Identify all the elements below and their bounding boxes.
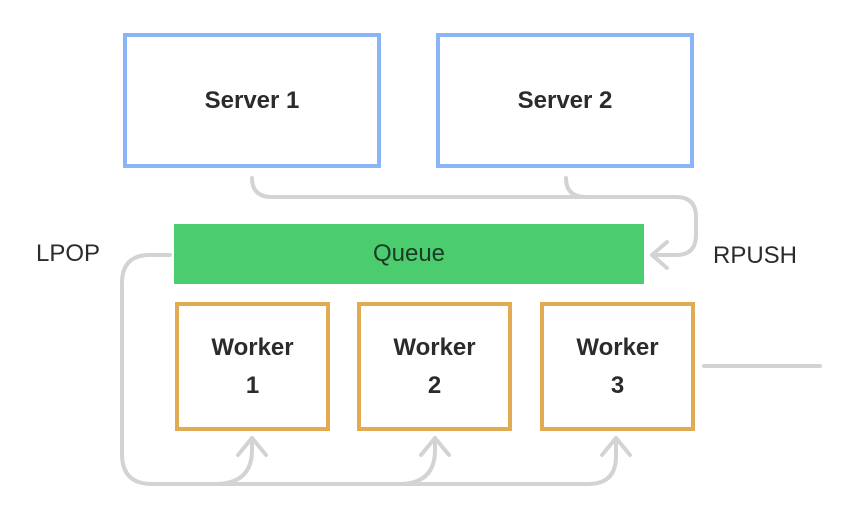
worker-2-title: Worker: [393, 333, 476, 361]
server-1-box: Server 1: [123, 33, 381, 168]
server2-to-main-line: [564, 176, 588, 199]
worker-3-box: Worker 3: [540, 302, 695, 431]
rpush-label: RPUSH: [713, 242, 798, 269]
worker1-feed-line: [213, 436, 254, 486]
worker-3-number: 3: [610, 371, 625, 399]
worker-2-number: 2: [427, 371, 442, 399]
worker1-arrowhead: [236, 436, 268, 457]
queue-box: Queue: [174, 224, 644, 284]
worker2-arrowhead: [419, 436, 451, 457]
lpop-label: LPOP: [36, 240, 101, 267]
server-1-label: Server 1: [204, 86, 300, 114]
queue-label: Queue: [372, 240, 446, 267]
server-2-box: Server 2: [436, 33, 694, 168]
worker2-feed-line: [397, 436, 437, 486]
lpop-loop-line: [120, 253, 618, 486]
worker3-arrowhead: [600, 436, 632, 457]
worker-1-number: 1: [245, 371, 260, 399]
server-2-label: Server 2: [517, 86, 613, 114]
worker-1-box: Worker 1: [175, 302, 330, 431]
worker-3-title: Worker: [576, 333, 659, 361]
server1-to-queue-line: [250, 176, 698, 257]
worker-1-title: Worker: [211, 333, 294, 361]
rpush-arrowhead: [650, 240, 669, 270]
worker-2-box: Worker 2: [357, 302, 512, 431]
